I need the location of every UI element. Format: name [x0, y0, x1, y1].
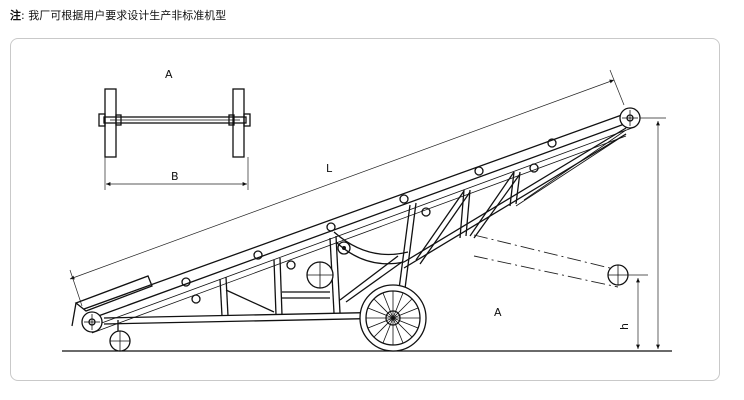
arm-pivot [337, 241, 351, 255]
return-idlers [191, 163, 539, 304]
tail-hopper [74, 275, 153, 312]
side-view-label: A [494, 306, 502, 319]
note-body: : 我厂可根据用户要求设计生产非标准机型 [21, 9, 227, 22]
top-view-label: A [165, 68, 173, 81]
lowered-belt-top [473, 234, 619, 271]
belt-bottom [89, 121, 631, 320]
belt-top [83, 111, 631, 310]
note-text: 注: 我厂可根据用户要求设计生产非标准机型 [10, 9, 226, 23]
side-view: L [62, 69, 672, 352]
upper-idlers [181, 138, 557, 287]
lowered-belt-bottom [473, 255, 619, 288]
dimension-b-label: B [171, 170, 179, 183]
dimension-l-label: L [326, 162, 333, 175]
chassis-beam [103, 311, 397, 319]
truss-frame [219, 127, 627, 317]
top-view: A B [98, 68, 251, 190]
lifting-arm [335, 241, 405, 265]
dimension-h-label: h [618, 323, 631, 330]
note-label: 注 [10, 9, 21, 22]
front-wheel [109, 320, 131, 352]
main-wheel [359, 284, 427, 352]
dimension-l [69, 79, 615, 280]
